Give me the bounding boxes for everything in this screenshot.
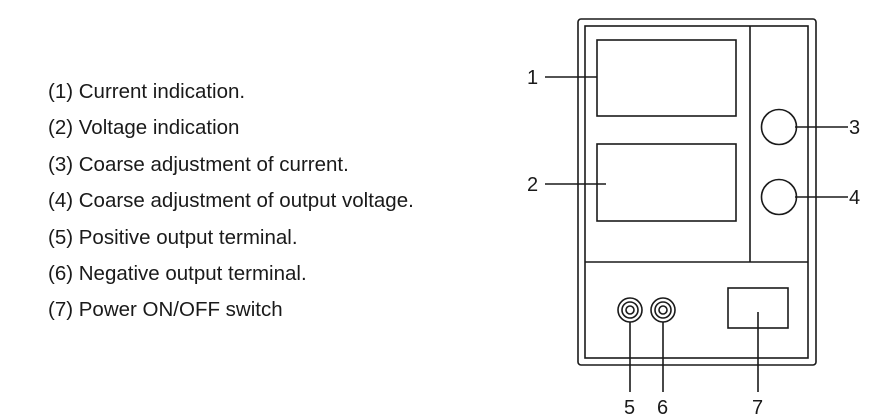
callout-1: 1 xyxy=(527,67,538,89)
housing-outer xyxy=(577,18,817,366)
legend-item-current-indication: (1) Current indication. xyxy=(48,80,246,103)
positive-terminal-mid xyxy=(621,301,639,319)
legend-item-negative-terminal: (6) Negative output terminal. xyxy=(48,262,307,286)
callout-3: 3 xyxy=(849,117,860,139)
current-display xyxy=(596,39,737,117)
positive-terminal-inner xyxy=(625,305,635,315)
legend-list: (1) Current indication. (2) Voltage indi… xyxy=(48,74,414,329)
legend-item-current-adjustment: (3) Coarse adjustment of current. xyxy=(48,152,349,176)
negative-terminal-mid xyxy=(654,301,672,319)
legend-item-positive-terminal: (5) Positive output terminal. xyxy=(48,225,298,249)
legend-item-voltage-adjustment: (4) Coarse adjustment of output voltage. xyxy=(48,189,414,213)
callout-5: 5 xyxy=(624,397,635,419)
callout-6: 6 xyxy=(657,397,668,419)
housing-inner xyxy=(584,25,809,359)
callout-7: 7 xyxy=(752,397,763,419)
callout-2: 2 xyxy=(527,174,538,196)
negative-terminal-inner xyxy=(658,305,668,315)
callout-4: 4 xyxy=(849,187,860,209)
current-knob xyxy=(760,108,798,146)
voltage-knob xyxy=(760,178,798,216)
legend-item-voltage-indication: (2) Voltage indication xyxy=(48,116,240,140)
voltage-display xyxy=(596,143,737,222)
legend-item-power-switch: (7) Power ON/OFF switch xyxy=(48,298,283,322)
